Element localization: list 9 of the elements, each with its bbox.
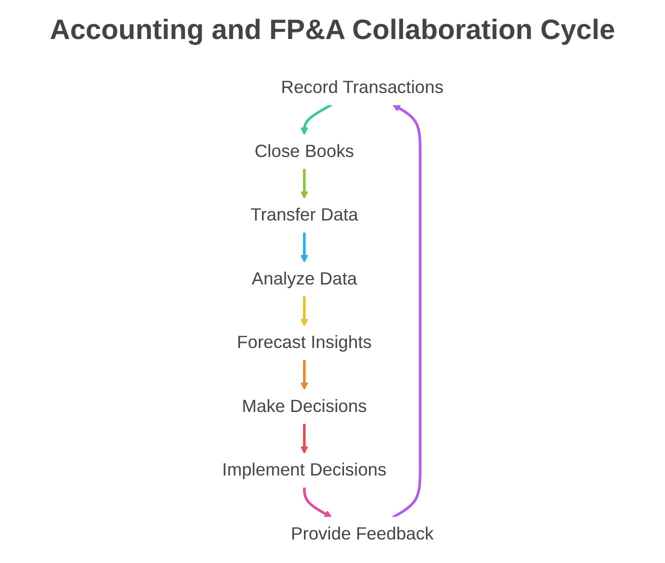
arrow — [302, 487, 332, 518]
arrow — [300, 104, 332, 136]
arrow — [300, 423, 308, 454]
arrow — [300, 360, 308, 390]
arrow — [300, 232, 308, 263]
arrow — [392, 104, 422, 518]
arrow — [300, 296, 308, 326]
arrow — [300, 168, 308, 199]
title: Accounting and FP&A Collaboration Cycle — [50, 13, 616, 46]
